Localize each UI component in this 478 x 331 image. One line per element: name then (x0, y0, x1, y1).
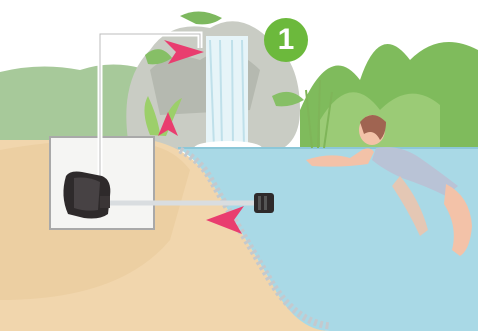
intake-strainer (254, 193, 274, 213)
pump-icon (63, 172, 110, 219)
step-badge: 1 (264, 18, 308, 62)
